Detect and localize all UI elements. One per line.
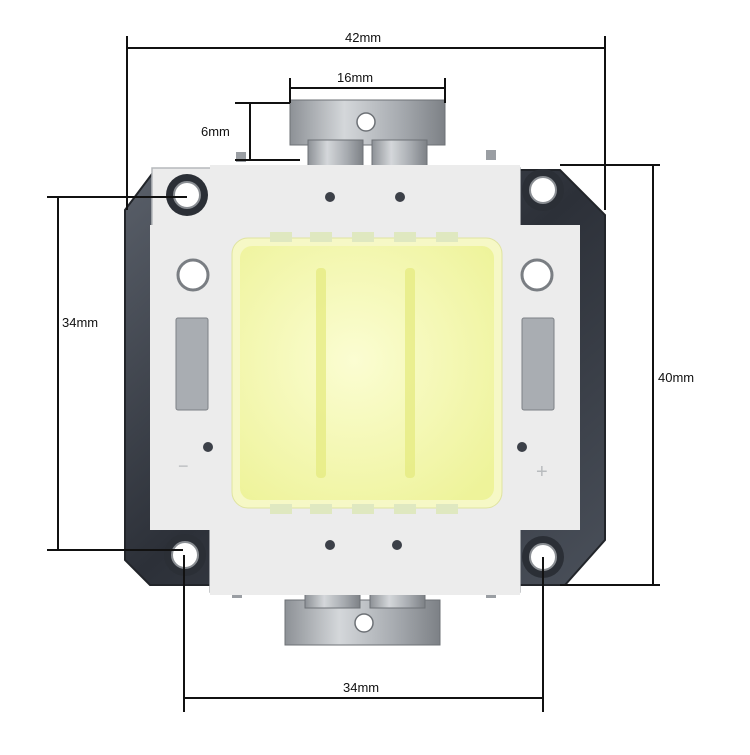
negative-mark: −	[178, 456, 189, 476]
top-tab	[236, 99, 496, 169]
dim-label-hole-spacing-vertical: 34mm	[62, 315, 99, 330]
mounting-hole-top-right	[522, 169, 564, 211]
dimension-lines	[47, 36, 660, 712]
dim-label-hole-spacing-horizontal: 34mm	[343, 680, 380, 695]
dim-label-tab-width: 16mm	[337, 70, 374, 85]
dim-label-overall-width: 42mm	[345, 30, 382, 45]
solder-pads	[175, 317, 555, 411]
bottom-tab-hole	[354, 613, 374, 633]
board-vias	[203, 192, 527, 550]
top-tab-hole	[356, 112, 376, 132]
positive-mark: +	[536, 461, 548, 483]
dim-label-overall-height: 40mm	[658, 370, 695, 385]
side-hole-right	[520, 258, 554, 292]
side-hole-left	[176, 258, 210, 292]
led-emitter	[231, 232, 503, 514]
dim-label-tab-height: 6mm	[201, 124, 230, 139]
mounting-hole-top-left	[166, 174, 208, 216]
